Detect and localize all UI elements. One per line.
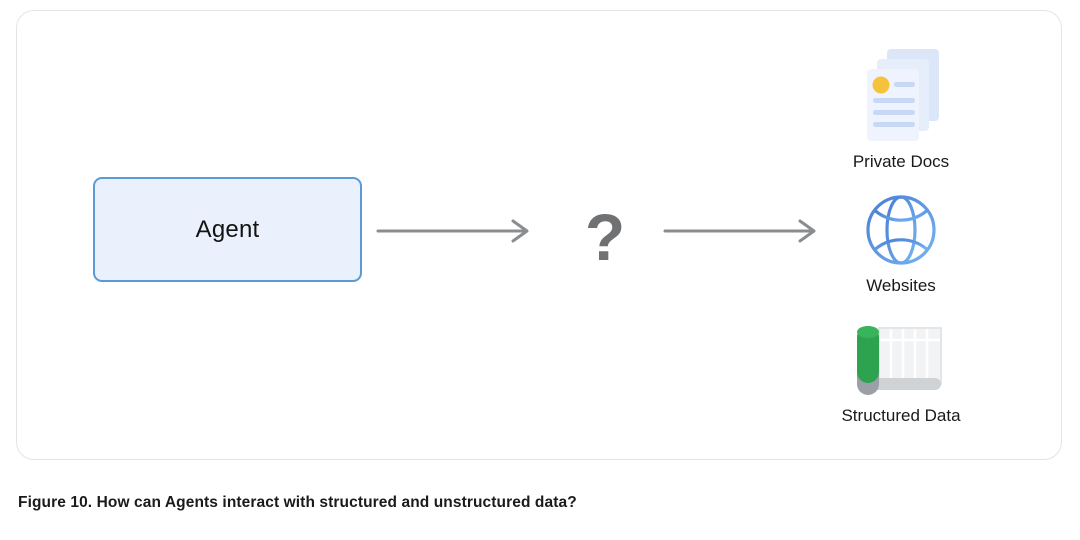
arrow-question-to-sources-icon [663, 219, 816, 243]
agent-node[interactable]: Agent [93, 177, 362, 282]
figure-caption: Figure 10. How can Agents interact with … [18, 494, 577, 511]
agent-label: Agent [195, 215, 260, 243]
documents-icon-wrap [791, 45, 1011, 149]
figure-card: Agent ? [16, 10, 1062, 460]
node-structured-data[interactable]: Structured Data [791, 317, 1011, 427]
globe-icon [866, 195, 936, 265]
node-websites-label: Websites [866, 276, 936, 295]
spreadsheet-roll-icon [857, 326, 942, 395]
node-structured-data-label: Structured Data [841, 406, 961, 425]
arrow-agent-to-question-icon [376, 219, 529, 243]
documents-icon [867, 49, 939, 141]
question-mark: ? [584, 200, 626, 274]
node-websites[interactable]: Websites [791, 187, 1011, 297]
spreadsheet-roll-icon-wrap [791, 317, 1011, 403]
node-private-docs-label: Private Docs [852, 152, 950, 171]
node-private-docs[interactable]: Private Docs [791, 45, 1011, 173]
globe-icon-wrap [791, 187, 1011, 273]
